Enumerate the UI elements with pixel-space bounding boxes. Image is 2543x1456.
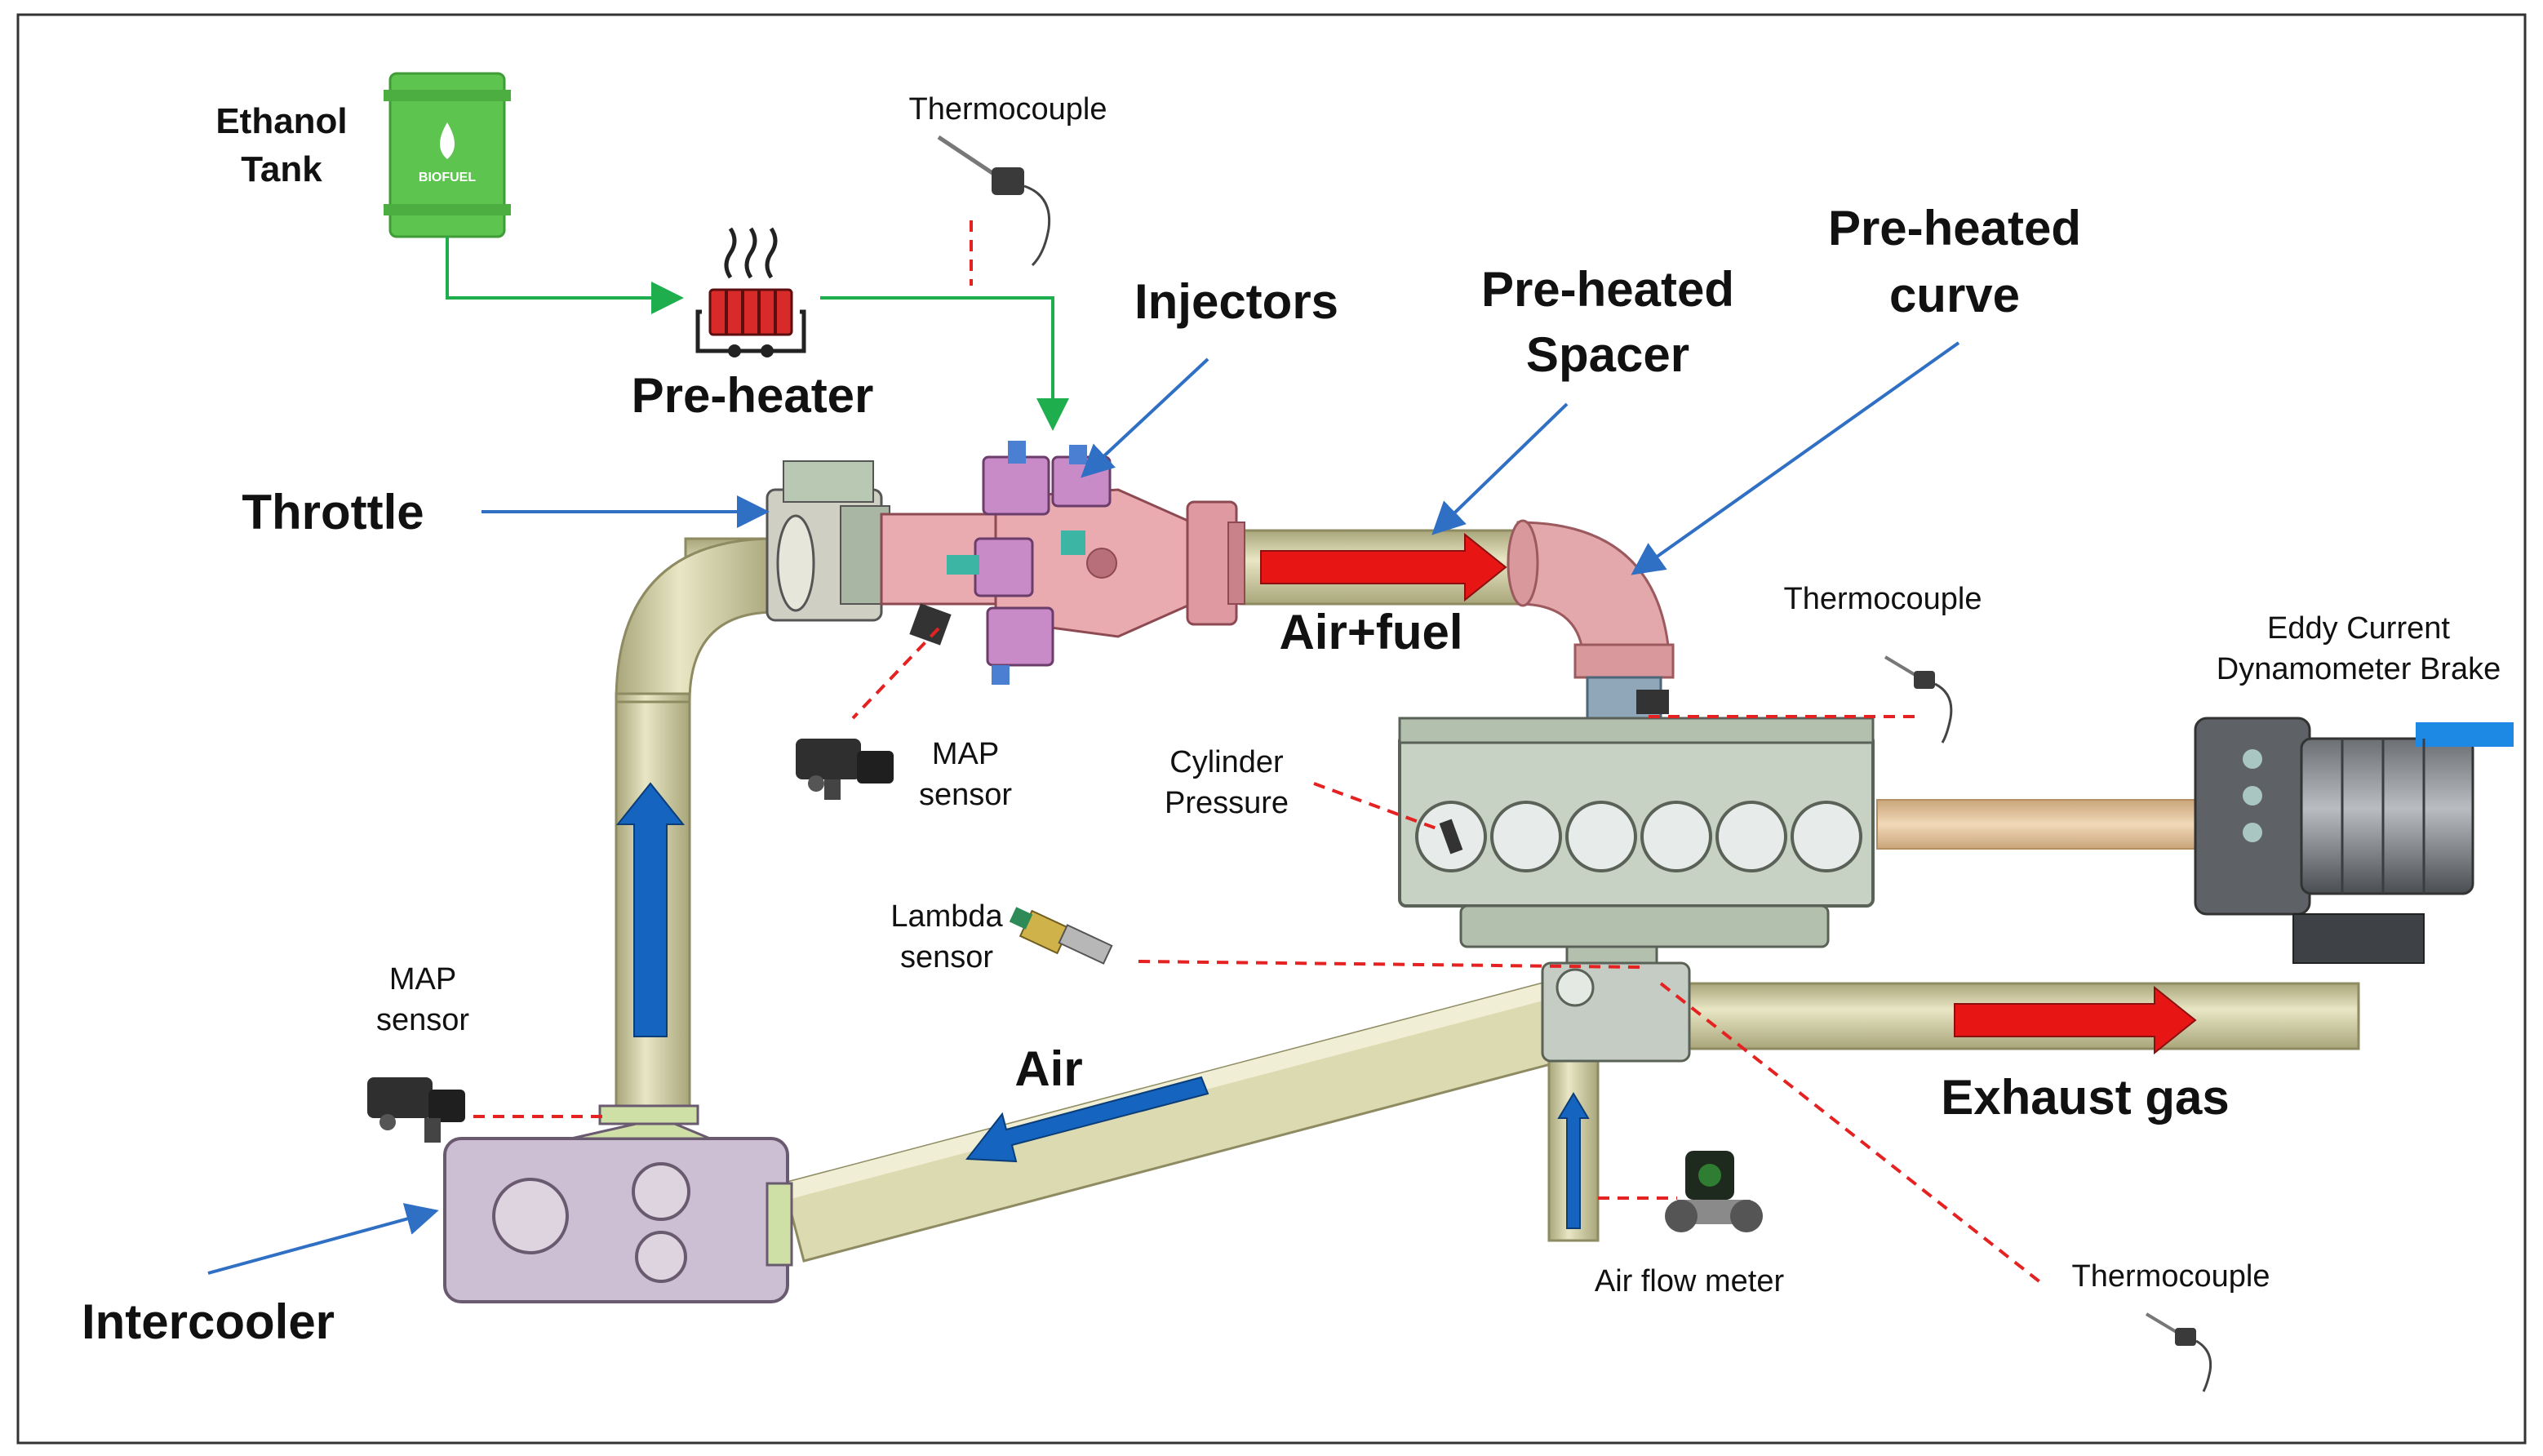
map-sensor-top-label-line1: MAP	[932, 737, 999, 771]
exhaust-manifold-junction	[1541, 961, 1691, 1063]
map-sensor-bottom-label-line2: sensor	[376, 1003, 469, 1037]
ethanol-tank-label-line2: Tank	[241, 149, 322, 189]
ethanol-tank-label-line1: Ethanol	[215, 101, 347, 141]
ethanol-tank-icon: BIOFUEL	[384, 72, 511, 238]
thermocouple-exhaust-icon	[2145, 1312, 2212, 1392]
dynamometer-brake-part	[2194, 717, 2514, 964]
lambda-sensor-icon	[1009, 907, 1113, 965]
map-sensor-bottom-label-line1: MAP	[389, 962, 456, 997]
pre-heater-icon	[695, 227, 806, 357]
air-fuel-flow-arrow	[1260, 532, 1507, 602]
frame-border	[16, 13, 2527, 1445]
thermocouple-exhaust-label: Thermocouple	[2072, 1259, 2270, 1294]
thermocouple-top-label: Thermocouple	[909, 92, 1107, 127]
pre-heated-spacer-label-line2: Spacer	[1526, 327, 1689, 382]
intake-pipe	[615, 537, 777, 1120]
map-sensor-manifold-part	[909, 603, 952, 646]
sensor-links	[473, 220, 2046, 1287]
pre-heated-curve-label-line1: Pre-heated	[1828, 201, 2081, 255]
map-sensor-top-label-line2: sensor	[919, 778, 1012, 812]
thermocouple-engine-label: Thermocouple	[1784, 582, 1982, 616]
air-return-flow-arrow	[965, 1076, 1209, 1163]
fuel-line	[446, 237, 1069, 431]
intake-up-flow-arrow	[615, 782, 686, 1037]
thermocouple-top-icon	[937, 135, 1051, 267]
air-flow-meter-icon	[1665, 1151, 1763, 1232]
air-label: Air	[1014, 1041, 1082, 1096]
air-return-pipe	[782, 982, 1564, 1263]
cylinder-pressure-sensor-icon	[1439, 819, 1463, 855]
engine-block	[1398, 717, 1875, 997]
eddy-current-label-line2: Dynamometer Brake	[2217, 652, 2501, 686]
intake-manifold	[880, 488, 1245, 638]
air-flow-meter-label: Air flow meter	[1595, 1264, 1785, 1298]
lambda-sensor-label-line1: Lambda	[890, 899, 1003, 934]
throttle-body	[766, 460, 890, 622]
thermocouple-engine-icon	[1884, 655, 1953, 744]
dynamometer-shaft	[1876, 799, 2204, 850]
label-pointers	[207, 341, 1960, 1275]
pre-heated-spacer-label-line1: Pre-heated	[1481, 262, 1734, 317]
injectors-label: Injectors	[1134, 274, 1338, 329]
pre-heated-curve-part	[1507, 519, 1675, 720]
cylinder-pressure-label-line1: Cylinder	[1169, 745, 1284, 779]
intercooler-label: Intercooler	[82, 1294, 335, 1349]
eddy-current-label-line1: Eddy Current	[2267, 611, 2450, 646]
air-fuel-label: Air+fuel	[1279, 605, 1462, 659]
biofuel-label: BIOFUEL	[419, 171, 476, 184]
intercooler-part	[443, 1104, 793, 1303]
pre-heated-curve-label-line2: curve	[1889, 268, 2020, 322]
map-sensor-top-icon	[796, 739, 894, 800]
exhaust-pipe	[1680, 982, 2360, 1050]
throttle-label: Throttle	[242, 485, 424, 539]
injectors-cluster	[947, 441, 1112, 685]
cylinder-pressure-label-line2: Pressure	[1165, 786, 1289, 820]
lambda-sensor-label-line2: sensor	[900, 940, 993, 974]
exhaust-flow-arrow	[1954, 985, 2197, 1055]
pre-heater-label: Pre-heater	[632, 368, 874, 423]
air-flow-meter-up-arrow	[1557, 1092, 1590, 1229]
map-sensor-bottom-icon	[367, 1077, 465, 1143]
exhaust-gas-label: Exhaust gas	[1941, 1070, 2229, 1125]
